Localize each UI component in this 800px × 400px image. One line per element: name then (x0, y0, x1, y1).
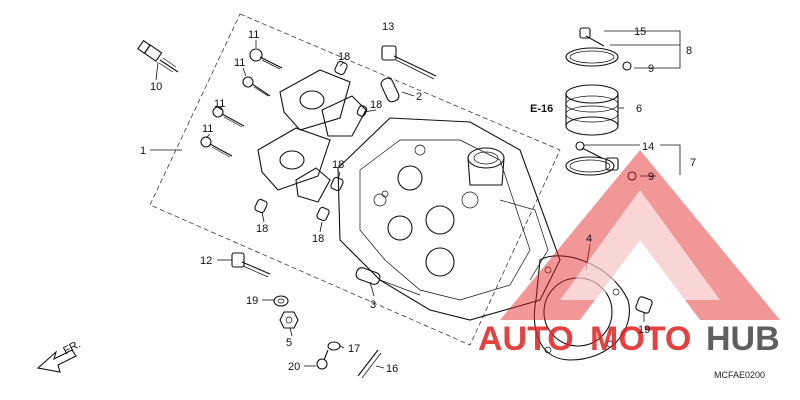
svg-text:HUB: HUB (706, 320, 780, 358)
callout-9a: 9 (648, 63, 654, 75)
sleeve-2 (380, 77, 400, 103)
assembly-boundary (149, 13, 561, 346)
callout-11c: 11 (214, 98, 225, 110)
automotohub-watermark: AUTO MOTO HUB (478, 150, 780, 358)
callout-1: 1 (140, 145, 146, 157)
callout-9b: 9 (648, 171, 654, 183)
callout-19a: 19 (246, 295, 258, 307)
callout-18b: 18 (370, 99, 382, 111)
callout-7: 7 (690, 157, 696, 169)
callout-13: 13 (382, 21, 394, 33)
diagram-code: MCFAE0200 (714, 370, 765, 380)
callout-11a: 11 (248, 29, 259, 41)
svg-text:AUTO: AUTO (478, 320, 574, 358)
callout-18a: 18 (338, 51, 350, 63)
nut-5 (279, 311, 299, 329)
callout-15: 15 (634, 26, 646, 38)
cylinder-head (337, 117, 561, 321)
callout-11d: 11 (202, 123, 213, 135)
camshaft-holders (257, 69, 367, 203)
cam-holder-bolts (200, 48, 283, 158)
callout-19b: 19 (638, 324, 650, 336)
callout-18e: 18 (312, 233, 324, 245)
insulator-lower-clamp (565, 141, 637, 181)
clip-17 (327, 341, 341, 351)
spark-plug (137, 39, 179, 73)
stud-bolt (381, 45, 437, 80)
callout-11b: 11 (234, 57, 245, 69)
direction-label: FR. (61, 338, 82, 357)
callout-labels: 1 2 3 4 5 6 7 8 9 9 10 11 11 11 11 12 13… (61, 21, 765, 380)
leader-lines (150, 30, 681, 369)
front-direction-arrow-icon (36, 349, 77, 373)
svg-text:MOTO: MOTO (590, 320, 691, 358)
washer-19 (273, 295, 289, 307)
callout-20: 20 (288, 361, 300, 373)
callout-4: 4 (586, 233, 592, 245)
bolt-12 (231, 252, 271, 278)
insulator-upper-clamp (565, 27, 632, 71)
callout-18d: 18 (256, 223, 268, 235)
callout-14: 14 (642, 141, 654, 153)
reference-e16: E-16 (530, 103, 553, 115)
stud-16 (357, 349, 382, 379)
callout-3: 3 (370, 299, 376, 311)
callout-16: 16 (386, 363, 398, 375)
callout-8: 8 (686, 45, 692, 57)
callout-5: 5 (286, 337, 292, 349)
bolt-20 (316, 349, 329, 370)
sleeve-3 (355, 267, 381, 285)
callout-10: 10 (150, 81, 162, 93)
insulator-6 (565, 84, 619, 136)
callout-18c: 18 (332, 159, 344, 171)
callout-6: 6 (636, 103, 642, 115)
callout-2: 2 (416, 91, 422, 103)
callout-17: 17 (348, 343, 360, 355)
callout-12: 12 (200, 255, 212, 267)
